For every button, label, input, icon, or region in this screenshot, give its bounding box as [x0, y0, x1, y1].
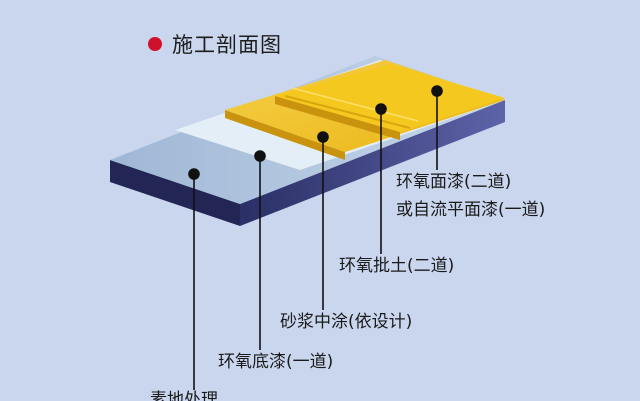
- label-base: 素地处理: [150, 390, 218, 401]
- slab-front-edge: [110, 160, 240, 226]
- dot-primer: [254, 150, 266, 162]
- label-topcoat-line2: 或自流平面漆(一道): [396, 200, 546, 220]
- dot-topcoat: [431, 85, 443, 97]
- dot-mortar: [317, 131, 329, 143]
- label-putty: 环氧批土(二道): [339, 256, 455, 276]
- layer-topcoat-surface: [275, 64, 505, 132]
- label-primer: 环氧底漆(一道): [218, 352, 334, 372]
- title-bullet-icon: [148, 37, 162, 51]
- dot-base: [188, 168, 200, 180]
- layer-topcoat-side: [275, 96, 400, 140]
- topcoat-groove-1: [284, 95, 411, 129]
- title-text: 施工剖面图: [172, 33, 282, 57]
- dot-putty: [375, 103, 387, 115]
- diagram-title: 施工剖面图: [148, 29, 282, 59]
- slab-side: [240, 100, 505, 226]
- label-mortar: 砂浆中涂(依设计): [280, 312, 413, 332]
- topcoat-groove-2: [291, 87, 419, 122]
- label-topcoat-line1: 环氧面漆(二道): [396, 172, 512, 192]
- layer-putty-side: [225, 110, 345, 160]
